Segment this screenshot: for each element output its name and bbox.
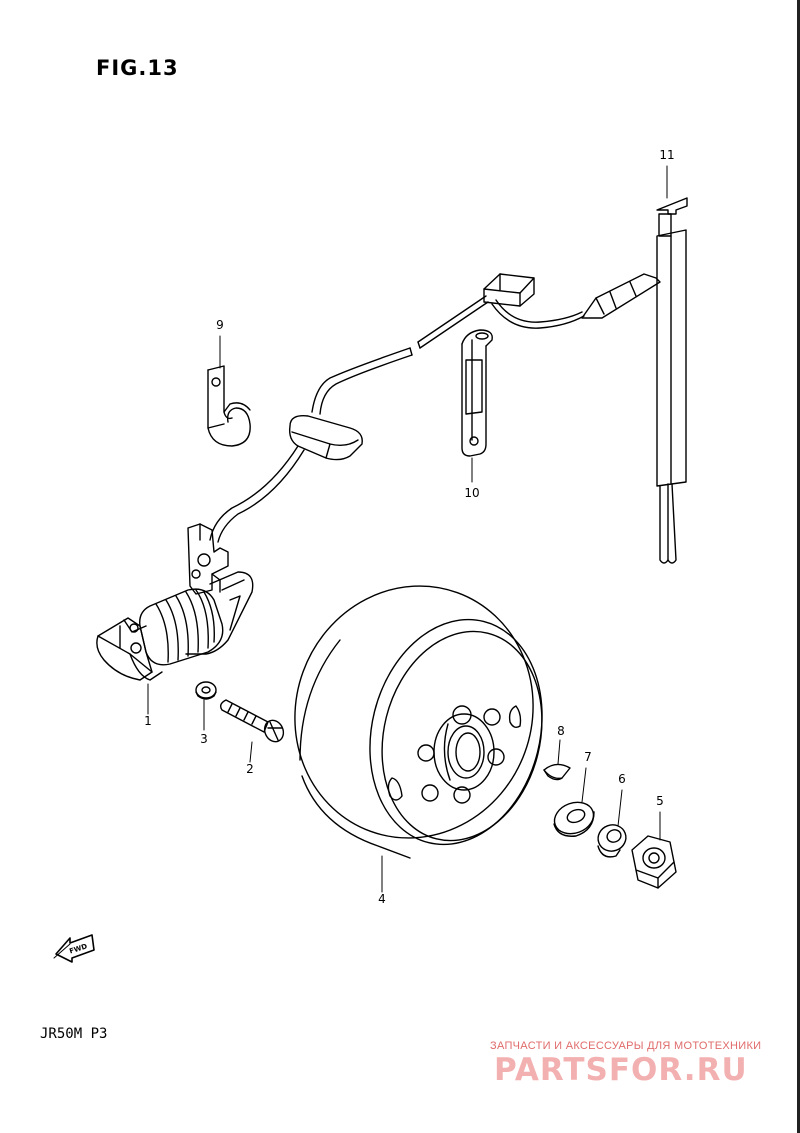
part-7-flat-washer — [553, 801, 595, 837]
part-10-clamp — [461, 329, 493, 457]
callout-5: 5 — [656, 794, 664, 808]
part-5-nut — [631, 835, 677, 889]
callout-9: 9 — [216, 318, 224, 332]
model-code: JR50M P3 — [40, 1026, 108, 1042]
callout-7: 7 — [584, 750, 592, 764]
watermark-brand: PARTSFOR.RU — [494, 1052, 748, 1088]
part-9-wire-clip — [207, 365, 251, 447]
callout-2: 2 — [246, 762, 254, 776]
leader-lines — [147, 165, 668, 893]
fwd-text: FWD — [68, 942, 88, 955]
figure-title: FIG.13 — [96, 56, 179, 80]
fwd-label: FWD — [68, 942, 88, 955]
part-6-spring-washer — [597, 824, 627, 858]
fwd-arrow-icon — [53, 934, 95, 963]
part-11-cable-tie — [656, 197, 688, 564]
callout-8: 8 — [557, 724, 565, 738]
callout-1: 1 — [144, 714, 152, 728]
watermark-subtitle: ЗАПЧАСТИ И АКСЕССУАРЫ ДЛЯ МОТОТЕХНИКИ — [490, 1040, 762, 1052]
part-1-pickup-coil — [96, 523, 254, 681]
callout-3: 3 — [200, 732, 208, 746]
part-4-flywheel-rotor — [294, 585, 543, 859]
callout-10: 10 — [464, 486, 480, 500]
wire-harness — [209, 273, 661, 543]
callout-6: 6 — [618, 772, 626, 786]
callout-4: 4 — [378, 892, 386, 906]
part-3-washer — [195, 681, 217, 700]
callout-11: 11 — [659, 148, 675, 162]
part-2-screw — [219, 699, 285, 743]
part-8-key — [543, 763, 571, 781]
right-border — [797, 0, 800, 1133]
